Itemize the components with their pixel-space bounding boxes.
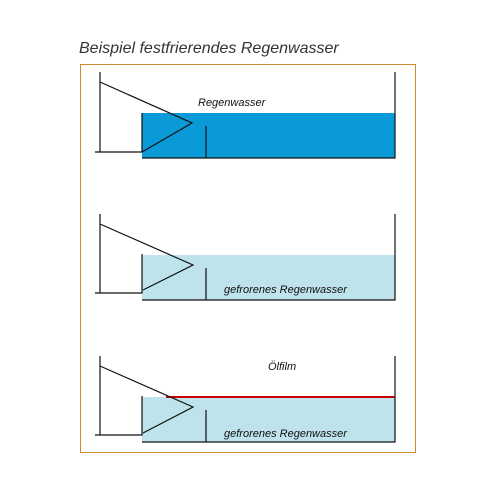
roof-line <box>99 81 194 153</box>
ice-body <box>142 255 395 300</box>
diagram-frame <box>80 64 416 453</box>
label-oil-film: Ölfilm <box>268 361 296 373</box>
water-body <box>142 113 395 158</box>
roof-line <box>99 365 195 434</box>
container-outline <box>95 214 396 301</box>
panel-frozen-rainwater-oil-film: Ölfilm gefrorenes Regenwasser <box>95 356 396 443</box>
label-frozen-rainwater: gefrorenes Regenwasser <box>224 284 348 296</box>
panel-rainwater: Regenwasser <box>95 72 396 159</box>
container-outline <box>95 356 396 443</box>
panel-frozen-rainwater: gefrorenes Regenwasser <box>95 214 396 301</box>
roof-line <box>99 223 195 291</box>
ice-body <box>142 397 395 442</box>
diagram-title: Beispiel festfrierendes Regenwasser <box>79 40 339 57</box>
label-frozen-rainwater: gefrorenes Regenwasser <box>224 428 348 440</box>
label-rainwater: Regenwasser <box>198 97 267 109</box>
